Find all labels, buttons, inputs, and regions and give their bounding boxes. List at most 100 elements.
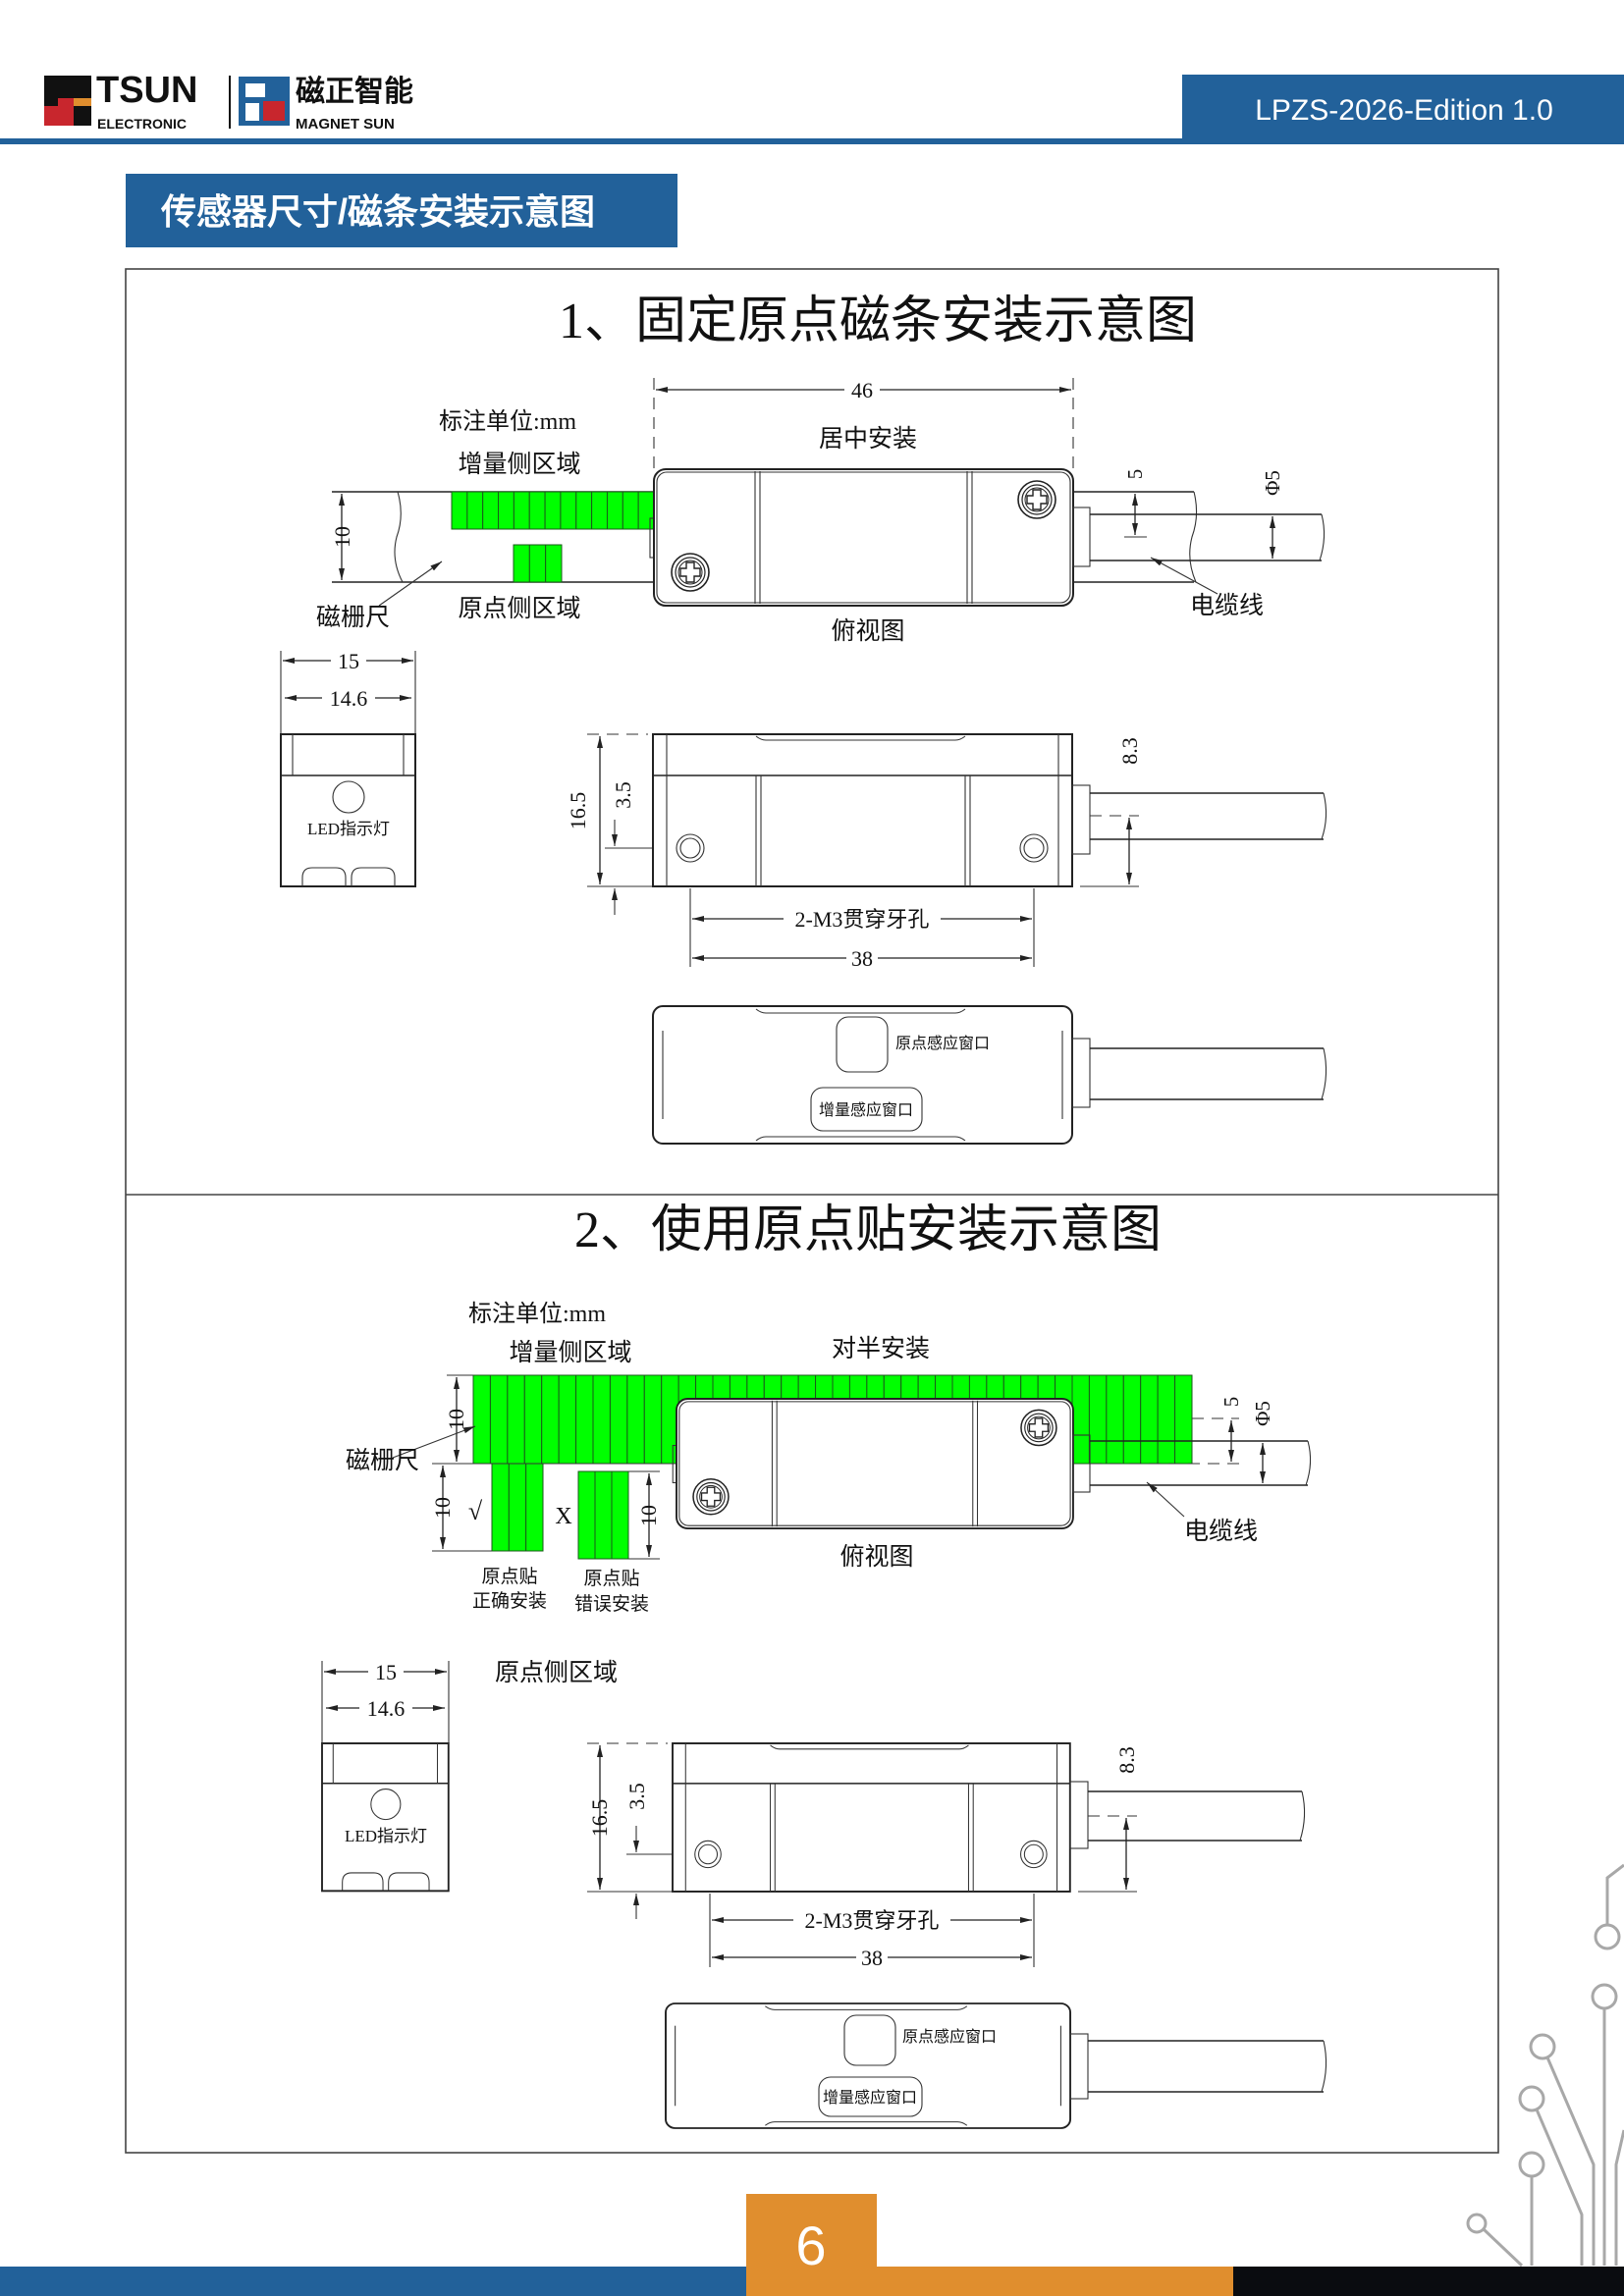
diagram-1: 1、固定原点磁条安装示意图 标注单位:mm 居中安装 增量侧区域 46 10 5 [280,294,1327,1145]
magnet-stripe [466,491,484,530]
dim-end-inner: 14.6 [367,1696,406,1721]
sensor-bottom-view [652,1005,1073,1145]
logo-magnet-sun: MAGNET SUN [296,116,395,133]
correct-install-label: 正确安装 [472,1590,547,1612]
logo-chinese: 磁正智能 [296,75,413,108]
edition-label: LPZS-2026-Edition 1.0 [1255,94,1553,127]
magnet-stripe [525,1463,544,1552]
dim-cable-height: 8.3 [1117,737,1142,765]
magnet-stripe [482,491,500,530]
dim-cable-offset: 5 [1123,469,1147,480]
dim-hole-span: 38 [861,1946,883,1970]
half-mount-label: 对半安装 [832,1335,930,1362]
diagram-1-title: 1、固定原点磁条安装示意图 [559,294,1197,349]
origin-window [843,2014,896,2066]
dim-height: 16.5 [566,792,590,830]
magnet-stripe [575,1374,594,1465]
magnet-stripe [643,1374,663,1465]
magnet-stripe [606,491,623,530]
scale-label: 磁栅尺 [346,1447,419,1474]
header: TSUN ELECTRONIC 磁正智能 MAGNET SUN LPZS-202… [0,70,1624,144]
dim-hole-height: 3.5 [611,781,635,809]
led-label: LED指示灯 [307,820,390,838]
page-number: 6 [795,2215,826,2276]
magnet-stripe [1122,1374,1142,1465]
top-view-label: 俯视图 [831,617,904,645]
dim-sticker-length: 10 [430,1497,455,1519]
origin-area-label: 原点侧区域 [495,1659,618,1686]
wrong-mark: X [555,1504,571,1529]
dim-cable-offset: 5 [1219,1397,1243,1408]
origin-window-label: 原点感应窗口 [895,1034,990,1052]
magnet-stripe [489,1374,509,1465]
magnet-stripe [491,1463,510,1552]
circuit-decoration-icon [1466,1863,1624,2268]
center-mount-label: 居中安装 [819,425,917,453]
magnet-stripe [594,1470,613,1560]
magnet-stripe [513,491,530,530]
dim-10: 10 [330,526,354,548]
magnet-stripe [528,491,546,530]
magnet-stripe [1106,1374,1124,1465]
increment-window-label: 增量感应窗口 [819,1100,913,1119]
increment-window [810,1087,923,1132]
magnet-stripe [1140,1374,1159,1465]
magnet-stripe [1174,1374,1193,1465]
diagram-2: 2、使用原点贴安装示意图 标注单位:mm 增量侧区域 对半安装 10 10 √ … [321,1202,1327,2129]
increment-area-label: 增量侧区域 [509,1339,631,1366]
magnet-stripe [541,1374,560,1465]
sensor-end-view [280,733,416,887]
unit-note: 标注单位:mm [468,1301,606,1327]
magnet-stripe [577,1470,596,1560]
magnet-stripe [1157,1374,1176,1465]
logo-electronic: ELECTRONIC [97,116,187,132]
led-label: LED指示灯 [345,1827,427,1845]
dim-end-inner: 14.6 [330,686,368,711]
dim-cable-height: 8.3 [1114,1746,1139,1774]
logo-tsun: TSUN [96,70,197,111]
diagram-2-title: 2、使用原点贴安装示意图 [574,1202,1162,1258]
magnet-stripe [545,544,563,583]
magnet-stripe [575,491,593,530]
magnet-stripe [1071,1374,1090,1465]
magnet-stripe [513,544,530,583]
origin-window [836,1016,889,1073]
increment-magnet-stripes [451,491,655,530]
magnet-stripe [558,1374,577,1465]
magnet-stripe [591,491,608,530]
section-title: 传感器尺寸/磁条安装示意图 [160,191,595,232]
dim-end-width: 15 [338,649,359,673]
magnet-stripe [626,1374,645,1465]
sensor-top-view [650,469,1073,606]
dim-hole-span: 38 [851,946,873,971]
magnet-stripe [528,544,547,583]
origin-sticker-wrong [577,1470,629,1560]
dim-holes: 2-M3贯穿牙孔 [805,1908,940,1933]
magnet-stripe [560,491,577,530]
magnet-stripe [609,1374,628,1465]
sensor-side-view [652,733,1073,887]
sensor-end-view [321,1742,450,1893]
wrong-install-label: 错误安装 [574,1593,649,1615]
correct-mark: √ [468,1497,483,1525]
magnet-stripe [637,491,655,530]
magnet-stripe [451,491,468,530]
dim-height: 16.5 [587,1799,612,1838]
top-view-label: 俯视图 [839,1543,913,1571]
dim-holes: 2-M3贯穿牙孔 [795,907,930,932]
scale-label: 磁栅尺 [316,604,390,631]
dim-hole-height: 3.5 [624,1783,649,1810]
dim-46: 46 [851,378,873,402]
magnet-sun-logo-icon [239,77,290,126]
dim-cable-dia: Φ5 [1251,1401,1274,1426]
magnet-stripe [507,1374,525,1465]
magnet-stripe [498,491,514,530]
page-number-box [746,2194,877,2296]
magnet-stripe [592,1374,611,1465]
dim-end-width: 15 [375,1660,397,1684]
tsun-logo-icon [44,76,91,126]
increment-area-label: 增量侧区域 [458,451,580,478]
magnet-stripe [472,1374,491,1465]
origin-area-label: 原点侧区域 [458,595,580,622]
